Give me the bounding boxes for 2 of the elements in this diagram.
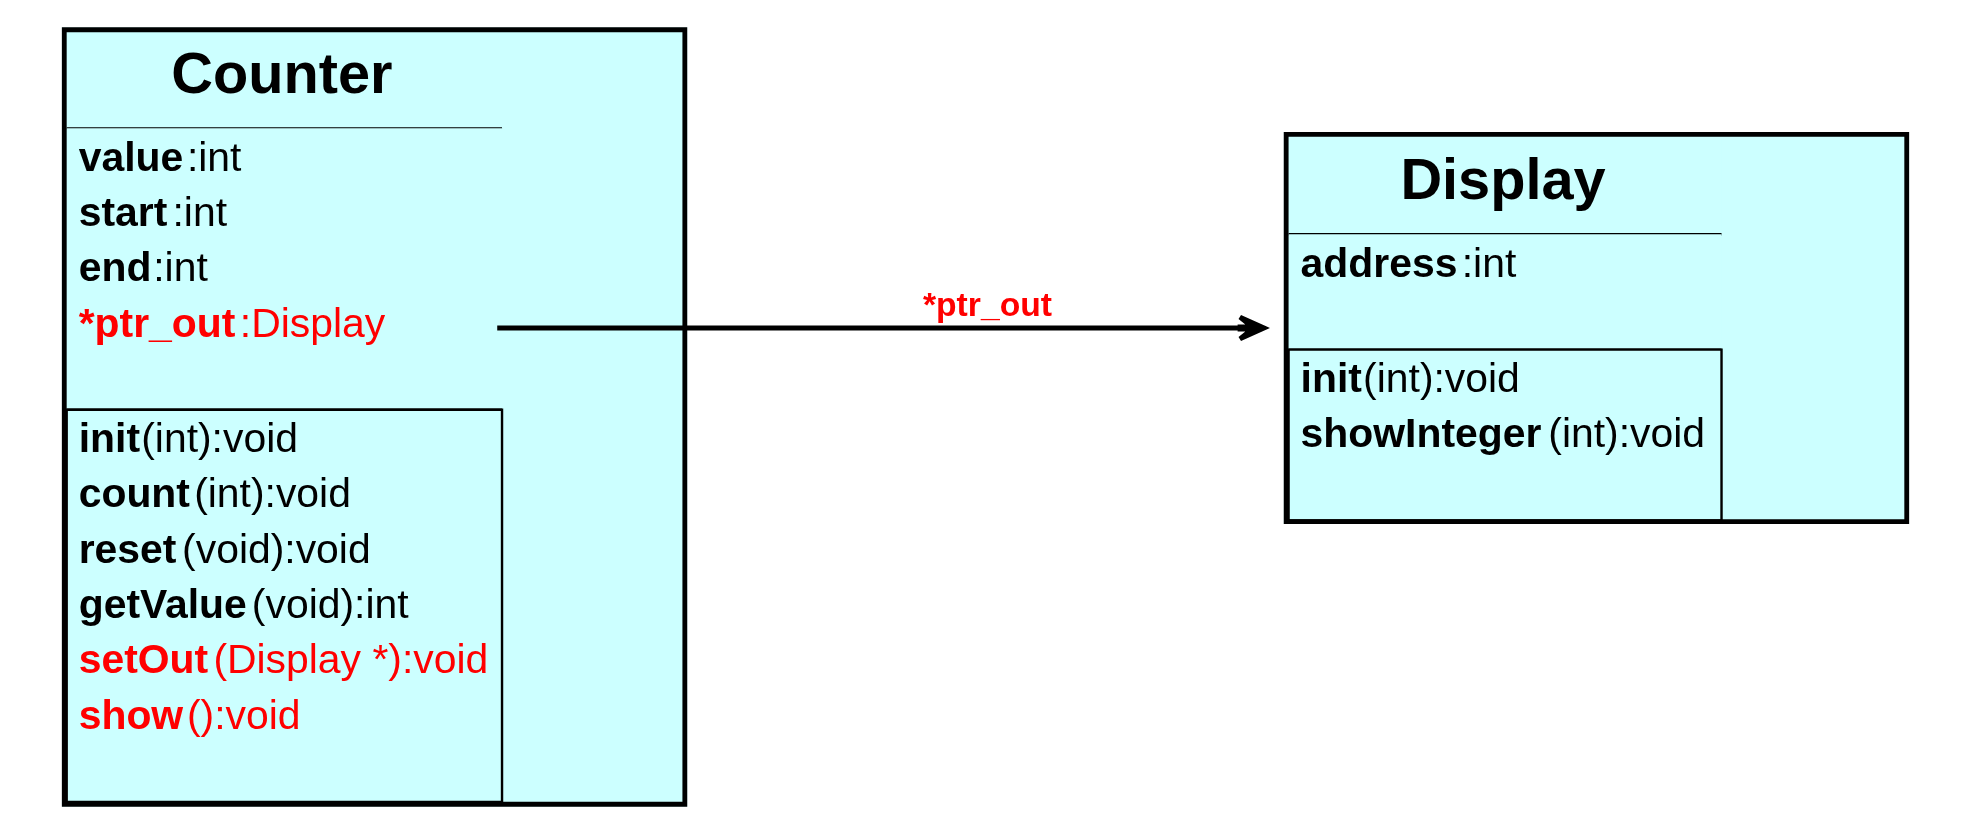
arrow [497, 314, 1267, 342]
edge-label: *ptr_out [922, 286, 1052, 324]
